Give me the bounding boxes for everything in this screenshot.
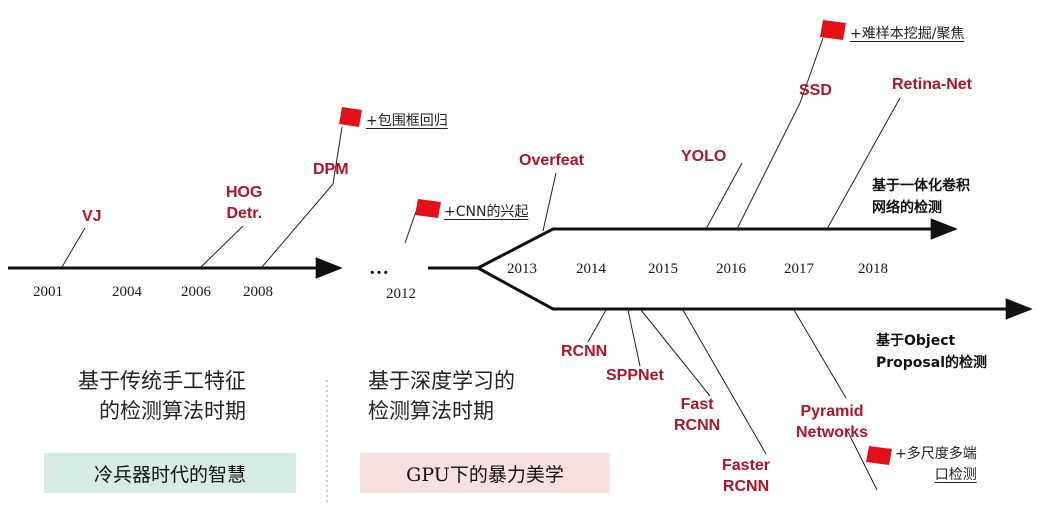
- retina-pointer-line: [826, 97, 901, 230]
- bbox-flag-pole: [332, 126, 343, 185]
- method-faster-rcnn: Faster RCNN: [722, 455, 770, 497]
- method-fast-rcnn: Fast RCNN: [674, 394, 720, 436]
- method-yolo: YOLO: [681, 148, 727, 165]
- method-hog-line2: Detr.: [226, 205, 263, 222]
- era-box-cold-weapons: 冷兵器时代的智慧: [44, 453, 296, 493]
- year-label: 2016: [716, 261, 746, 277]
- year-label: 2001: [33, 284, 63, 300]
- milestone-multiscale: +多尺度多端 口检测: [895, 444, 977, 486]
- year-label: 2014: [576, 261, 606, 277]
- method-vj: VJ: [82, 208, 102, 225]
- ellipsis-gap: …: [369, 257, 389, 279]
- milestone-bbox-regression: +包围框回归: [366, 113, 448, 129]
- dpm-pointer-line: [261, 183, 334, 268]
- era-traditional-line2: 的检测算法时期: [99, 399, 246, 423]
- one-stage-branch-arrow: [477, 218, 958, 270]
- fast-rcnn-pointer-line: [640, 309, 711, 397]
- method-fast-rcnn-line1: Fast: [680, 396, 714, 413]
- year-label: 2004: [112, 284, 142, 300]
- method-ssd: SSD: [799, 82, 832, 99]
- milestone-multiscale-line1: +多尺度多端: [895, 446, 977, 462]
- milestone-hard-mining: +难样本挖掘/聚焦: [850, 26, 965, 42]
- method-fast-rcnn-line2: RCNN: [674, 417, 721, 434]
- hard-flag-icon: [820, 20, 846, 40]
- method-retina-net: Retina-Net: [892, 76, 973, 93]
- multi-flag-pole: [845, 427, 878, 491]
- year-label: 2015: [648, 261, 678, 277]
- two-stage-branch-arrow: [477, 266, 1033, 320]
- era-box-gpu: GPU下的暴力美学: [360, 453, 610, 493]
- era-deep-caption: 基于深度学习的 检测算法时期: [368, 366, 515, 426]
- year-label: 2006: [181, 284, 211, 300]
- branch-two-stage-line2: Proposal的检测: [876, 355, 988, 371]
- era-traditional-line1: 基于传统手工特征: [78, 369, 246, 393]
- hard-flag-pole: [799, 37, 824, 104]
- pyramid-pointer-line: [793, 309, 847, 399]
- year-label: 2017: [784, 261, 814, 277]
- method-faster-rcnn-line1: Faster: [722, 457, 771, 474]
- sppnet-pointer-line: [627, 309, 641, 367]
- year-label: 2008: [243, 284, 273, 300]
- method-hog-line1: HOG: [226, 184, 263, 201]
- year-label: 2012: [386, 286, 416, 302]
- milestone-cnn-rise: +CNN的兴起: [444, 204, 529, 220]
- cnn-flag-icon: [415, 199, 441, 218]
- branch-two-stage-line1: 基于Object: [876, 333, 956, 349]
- faster-rcnn-pointer-line: [682, 309, 767, 455]
- method-pyramid-line2: Networks: [796, 424, 869, 441]
- rcnn-pointer-line: [587, 309, 607, 343]
- hog-pointer-line: [200, 225, 244, 268]
- method-pyramid-networks: Pyramid Networks: [796, 401, 868, 443]
- milestone-multiscale-line2: 口检测: [934, 467, 977, 483]
- era-deep-line2: 检测算法时期: [368, 399, 494, 423]
- overfeat-pointer-line: [542, 172, 557, 232]
- vj-pointer-line: [61, 227, 86, 268]
- bbox-flag-icon: [339, 107, 362, 127]
- method-pyramid-line1: Pyramid: [800, 403, 864, 420]
- branch-one-stage-caption: 基于一体化卷积 网络的检测: [872, 175, 970, 219]
- ssd-pointer-line: [736, 102, 801, 230]
- method-sppnet: SPPNet: [606, 367, 664, 384]
- year-label: 2013: [507, 261, 537, 277]
- year-label: 2018: [858, 261, 888, 277]
- multi-flag-icon: [866, 446, 892, 465]
- method-faster-rcnn-line2: RCNN: [722, 478, 770, 495]
- branch-two-stage-caption: 基于Object Proposal的检测: [876, 330, 987, 374]
- era-deep-line1: 基于深度学习的: [368, 369, 515, 393]
- era-traditional-caption: 基于传统手工特征 的检测算法时期: [78, 366, 246, 426]
- method-overfeat: Overfeat: [519, 152, 584, 169]
- method-rcnn: RCNN: [561, 343, 608, 360]
- yolo-pointer-line: [705, 162, 743, 230]
- branch-one-stage-line2: 网络的检测: [872, 200, 942, 216]
- method-hog: HOG Detr.: [226, 182, 262, 224]
- method-dpm: DPM: [313, 161, 349, 178]
- branch-one-stage-line1: 基于一体化卷积: [872, 178, 970, 194]
